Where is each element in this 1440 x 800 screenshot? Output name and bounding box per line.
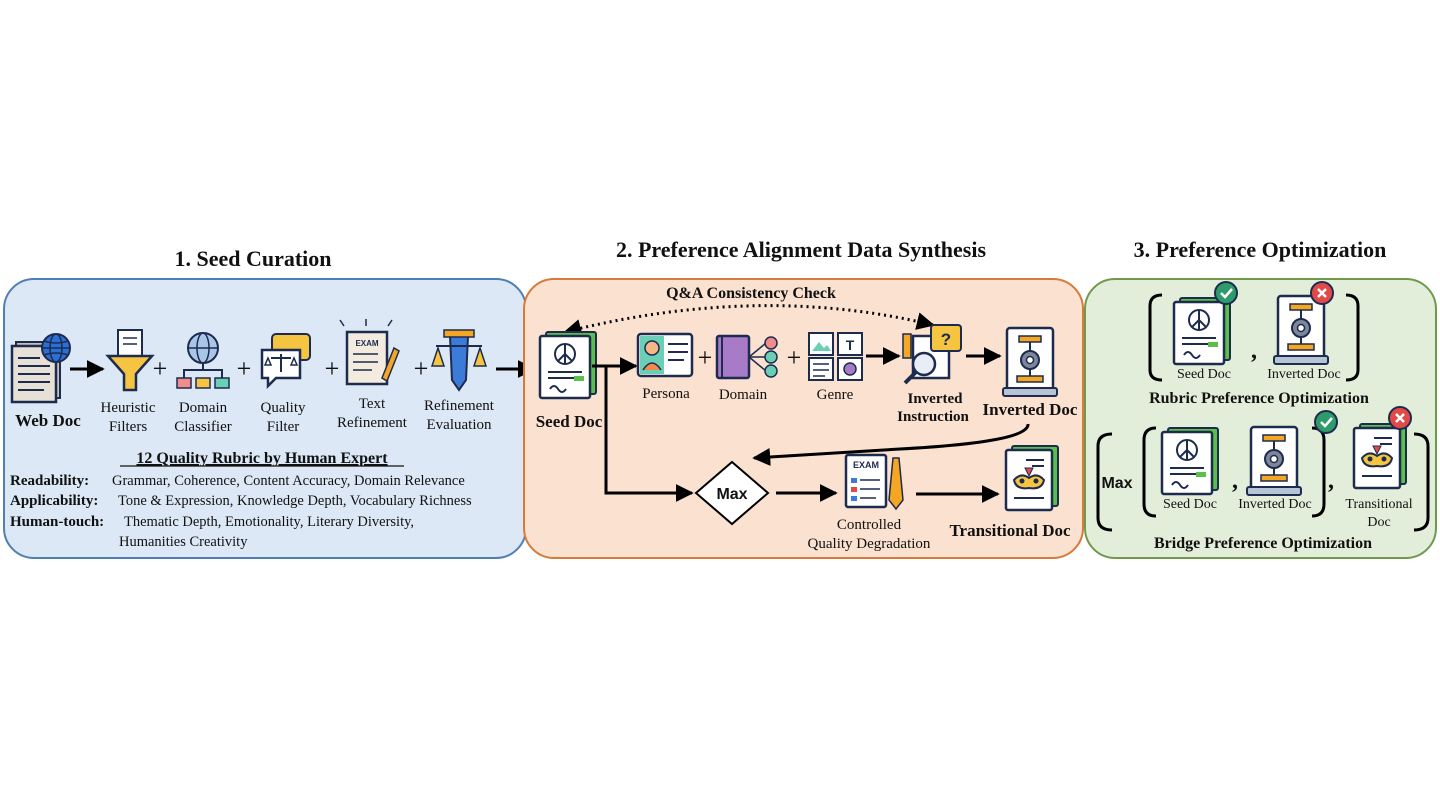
seed-curation-title: 1. Seed Curation — [174, 246, 331, 271]
heuristic-label-1: Heuristic — [101, 400, 156, 416]
plus-3: + — [325, 354, 340, 383]
heuristic-label-2: Filters — [109, 419, 147, 435]
inverted-doc-label-top: Inverted Doc — [1267, 367, 1340, 382]
plus-6: + — [787, 343, 802, 372]
inverted-doc-icon-bottom — [1245, 425, 1303, 497]
bracket-inner-left — [1142, 426, 1157, 518]
refeval-label-1: Refinement — [424, 398, 495, 414]
transitional-label-1: Transitional — [1345, 497, 1412, 512]
persona-card-icon — [636, 332, 694, 378]
qa-check-label: Q&A Consistency Check — [666, 285, 836, 302]
bracket-outer-right — [1413, 432, 1430, 532]
domain-book-icon — [715, 334, 778, 380]
check-icon-bottom — [1313, 409, 1339, 435]
web-doc-label: Web Doc — [15, 411, 81, 430]
exam-paper-icon — [339, 319, 400, 386]
humantouch-items-1: Thematic Depth, Emotionality, Literary D… — [124, 514, 414, 530]
inverted-doc-icon-top — [1272, 294, 1330, 366]
quality-label-1: Quality — [261, 400, 306, 416]
bridge-po-label: Bridge Preference Optimization — [1154, 535, 1372, 552]
domain-label-2: Classifier — [174, 419, 232, 435]
qa-check-arrow — [563, 304, 935, 337]
genre-label: Genre — [817, 387, 854, 403]
cross-icon-bottom — [1387, 405, 1413, 431]
inverted-doc-label-bottom: Inverted Doc — [1238, 497, 1311, 512]
refeval-label-2: Evaluation — [427, 417, 492, 433]
rubric-po-label: Rubric Preference Optimization — [1149, 390, 1369, 407]
comma-bottom-1: , — [1232, 468, 1238, 494]
check-icon — [1213, 280, 1239, 306]
exam-clipboard-icon — [844, 453, 904, 511]
arrow-seed-max — [604, 366, 694, 502]
seed-doc-label-bottom: Seed Doc — [1163, 497, 1217, 512]
quality-label-2: Filter — [267, 419, 300, 435]
readability-label: Readability: — [10, 473, 89, 489]
seed-doc-label-top: Seed Doc — [1177, 367, 1231, 382]
transitional-doc-icon-opt — [1352, 422, 1408, 490]
inverted-doc-label: Inverted Doc — [983, 400, 1078, 419]
optimization-title: 3. Preference Optimization — [1134, 237, 1387, 262]
exam-text-2: EXAM — [853, 460, 879, 470]
transitional-doc-label: Transitional Doc — [949, 521, 1071, 540]
svg-text:?: ? — [941, 330, 951, 349]
transitional-doc-icon — [1004, 444, 1060, 512]
inv-instr-label-2: Instruction — [897, 409, 969, 425]
plus-1: + — [153, 354, 168, 383]
exam-text-1: EXAM — [355, 339, 378, 348]
humantouch-items-2: Humanities Creativity — [119, 534, 248, 550]
transitional-label-2: Doc — [1367, 515, 1390, 530]
scales-icon — [430, 329, 488, 392]
inverted-doc-icon — [1001, 326, 1059, 398]
comma-bottom-2: , — [1328, 468, 1334, 494]
max-label: Max — [716, 486, 747, 503]
genre-grid-icon: T — [808, 332, 863, 381]
seed-doc-icon-top — [1172, 296, 1232, 366]
text-refine-label-2: Refinement — [337, 415, 408, 431]
applicability-label: Applicability: — [10, 493, 98, 509]
cqd-label-1: Controlled — [837, 517, 902, 533]
readability-items: Grammar, Coherence, Content Accuracy, Do… — [112, 473, 465, 489]
seed-doc-icon — [538, 330, 598, 400]
plus-2: + — [237, 354, 252, 383]
synthesis-title: 2. Preference Alignment Data Synthesis — [616, 237, 987, 262]
inv-instr-label-1: Inverted — [908, 391, 964, 407]
cqd-label-2: Quality Degradation — [808, 536, 931, 552]
comma-top: , — [1251, 338, 1257, 364]
humantouch-label: Human-touch: — [10, 514, 104, 530]
funnel-icon — [105, 329, 155, 392]
plus-4: + — [414, 354, 429, 383]
domain-label: Domain — [719, 387, 768, 403]
bracket-top-left — [1148, 293, 1163, 382]
quality-chat-icon — [260, 333, 311, 390]
globe-icon — [41, 333, 71, 363]
bracket-top-right — [1345, 293, 1360, 382]
arrow-invdoc-max — [752, 423, 1030, 466]
persona-label: Persona — [642, 386, 690, 402]
seed-doc-icon-bottom — [1160, 426, 1220, 496]
max-label-opt: Max — [1101, 475, 1132, 492]
magnifier-question-icon: ? — [902, 324, 962, 385]
rubric-title: 12 Quality Rubric by Human Expert — [136, 450, 388, 467]
max-diamond — [694, 460, 770, 526]
network-globe-icon — [176, 332, 230, 389]
seed-doc-label: Seed Doc — [536, 412, 603, 431]
bracket-outer-left — [1096, 432, 1113, 532]
domain-label-1: Domain — [179, 400, 228, 416]
text-refine-label-1: Text — [359, 396, 386, 412]
cross-icon — [1309, 280, 1335, 306]
plus-5: + — [698, 343, 713, 372]
svg-text:T: T — [846, 337, 855, 353]
applicability-items: Tone & Expression, Knowledge Depth, Voca… — [118, 493, 472, 509]
